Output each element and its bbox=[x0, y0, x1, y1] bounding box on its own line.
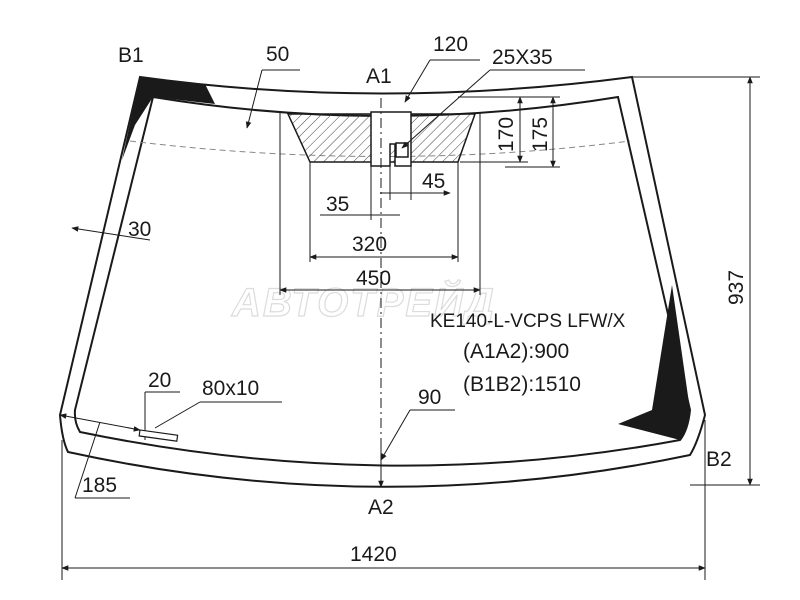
dim-50-text: 50 bbox=[266, 43, 289, 66]
dim-30-line bbox=[71, 226, 151, 241]
dim-120-text: 120 bbox=[433, 33, 468, 56]
ceramic-corner-right bbox=[618, 285, 690, 440]
label-a2: A2 bbox=[368, 496, 394, 519]
dim-25x35-leader bbox=[401, 69, 491, 149]
part-code: KE140-L-VCPS LFW/X bbox=[430, 311, 626, 332]
vin-window-80x10 bbox=[138, 429, 179, 442]
dim-1420-text: 1420 bbox=[350, 543, 397, 566]
dim-35-text: 35 bbox=[326, 193, 349, 216]
spec-a1a2: (A1A2):900 bbox=[463, 340, 569, 363]
mirror-bracket-square bbox=[395, 142, 409, 158]
label-a1: A1 bbox=[366, 65, 392, 88]
dim-30-text: 30 bbox=[128, 218, 151, 241]
dim-20-text: 20 bbox=[148, 369, 171, 392]
dim-120-leader bbox=[404, 59, 431, 103]
dim-937-text: 937 bbox=[725, 270, 748, 305]
glass-outer-outline bbox=[58, 75, 707, 488]
label-b2: B2 bbox=[706, 448, 732, 471]
dim-80x10-text: 80x10 bbox=[202, 377, 259, 400]
dim-170-text: 170 bbox=[495, 117, 518, 152]
dim-90-text: 90 bbox=[418, 386, 441, 409]
dim-45-text: 45 bbox=[422, 170, 445, 193]
dim-90-leader bbox=[380, 409, 411, 461]
ceramic-corner-top-left bbox=[122, 77, 215, 160]
dim-175-text: 175 bbox=[529, 117, 552, 152]
dim-50-leader bbox=[245, 69, 263, 129]
dim-80x10-leader bbox=[154, 401, 201, 429]
dim-185-text: 185 bbox=[82, 474, 117, 497]
dim-450-text: 450 bbox=[356, 267, 391, 290]
label-b1: B1 bbox=[118, 44, 144, 67]
spec-b1b2: (B1B2):1510 bbox=[463, 373, 581, 396]
dim-25x35-text: 25X35 bbox=[492, 46, 553, 69]
dim-320-text: 320 bbox=[352, 233, 387, 256]
watermark-text: АВТОТРЕЙД bbox=[231, 278, 496, 325]
dim-185-leader bbox=[74, 421, 101, 499]
